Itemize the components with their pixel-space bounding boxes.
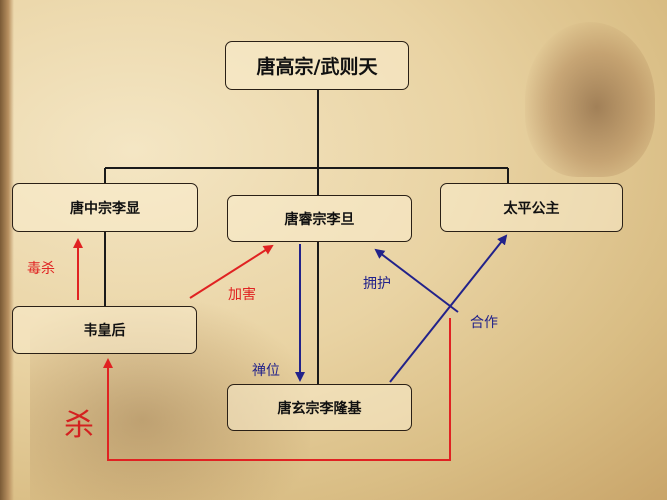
emperor-portrait-image (525, 22, 655, 177)
blue-arrows (295, 234, 508, 383)
node-empress-wei: 韦皇后 (12, 306, 197, 354)
label-support: 拥护 (363, 276, 391, 292)
family-tree-lines (104, 90, 509, 384)
left-border-decoration (0, 0, 14, 500)
kill-arrow (103, 318, 451, 461)
support-arrow (374, 248, 459, 313)
label-cooperate: 合作 (470, 315, 498, 331)
node-zhongzong-lixian: 唐中宗李显 (12, 183, 198, 232)
node-taiping-princess: 太平公主 (440, 183, 623, 232)
cooperate-arrow (389, 234, 508, 383)
red-arrows (73, 238, 451, 461)
label-harm: 加害 (228, 287, 256, 303)
node-gaozong-wuzetian: 唐高宗/武则天 (225, 41, 409, 90)
node-xuanzong-lilongji: 唐玄宗李隆基 (227, 384, 412, 431)
label-abdicate: 禅位 (252, 363, 280, 379)
label-kill: 杀 (64, 408, 94, 443)
harm-arrow (189, 244, 274, 299)
label-poison: 毒杀 (27, 261, 55, 277)
node-ruizong-lidan: 唐睿宗李旦 (227, 195, 412, 242)
